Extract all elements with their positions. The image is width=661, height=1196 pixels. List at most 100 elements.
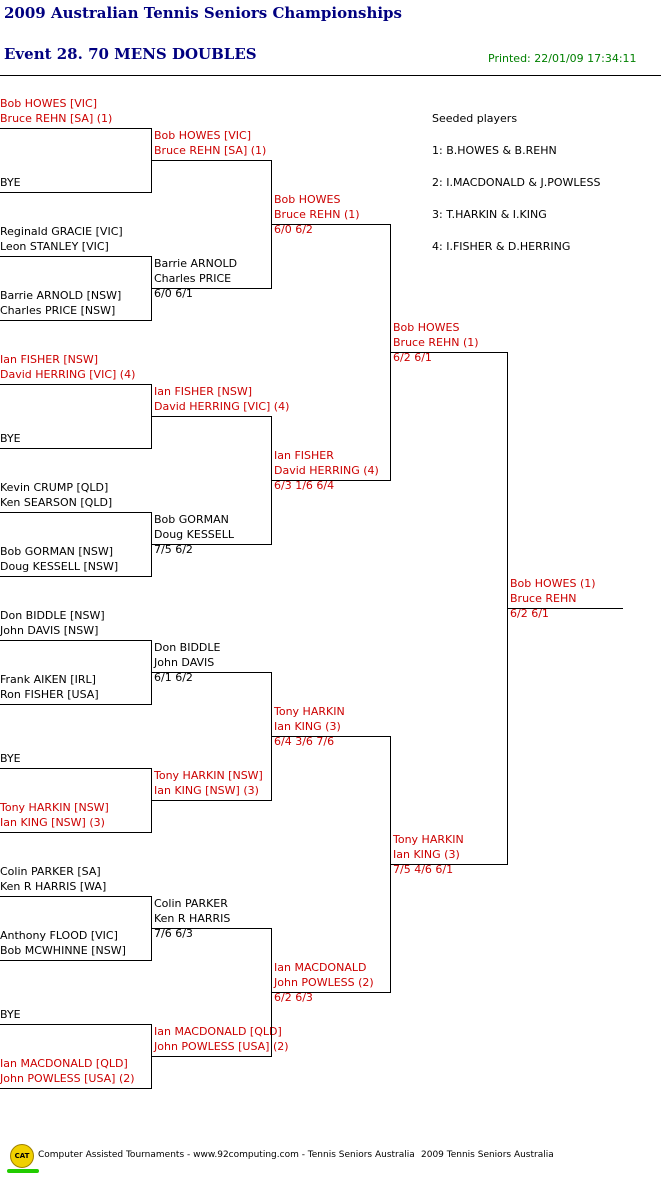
bracket-line [151, 160, 271, 161]
r2-player-b: David HERRING [VIC] (4) [154, 400, 290, 413]
r3-player-b: Ian KING (3) [274, 720, 341, 733]
bracket-line [0, 832, 151, 833]
r1-player-b: Ian KING [NSW] (3) [0, 816, 105, 829]
event-title: Event 28. 70 MENS DOUBLES [4, 45, 257, 63]
r3-player-b: David HERRING (4) [274, 464, 379, 477]
bracket-line [0, 512, 151, 513]
r1-player-a: Tony HARKIN [NSW] [0, 801, 109, 814]
bracket-line [0, 128, 151, 129]
r1-player-a: Colin PARKER [SA] [0, 865, 101, 878]
r3-score: 6/2 6/3 [274, 991, 313, 1004]
bracket-line [507, 608, 623, 609]
bracket-line [151, 416, 271, 417]
seed-1: 1: B.HOWES & B.REHN [432, 144, 557, 157]
r1-player-a: Ian FISHER [NSW] [0, 353, 99, 366]
bracket-line [0, 896, 151, 897]
r1-player-b: Doug KESSELL [NSW] [0, 560, 119, 573]
r3-player-a: Ian MACDONALD [274, 961, 367, 974]
r1-player-a: Don BIDDLE [NSW] [0, 609, 105, 622]
r1-player-b: BYE [0, 752, 21, 765]
r2-score: 7/6 6/3 [154, 927, 193, 940]
bracket-line [390, 864, 507, 865]
bracket-line [390, 352, 507, 353]
bracket-line [0, 640, 151, 641]
r1-player-b: David HERRING [VIC] (4) [0, 368, 136, 381]
r1-player-b: John DAVIS [NSW] [0, 624, 99, 637]
r1-player-b: Ken R HARRIS [WA] [0, 880, 107, 893]
r2-player-b: Ken R HARRIS [154, 912, 231, 925]
r2-player-a: Barrie ARNOLD [154, 257, 238, 270]
r1-player-b: BYE [0, 432, 21, 445]
r2-player-b: Doug KESSELL [154, 528, 234, 541]
r2-score: 7/5 6/2 [154, 543, 193, 556]
r2-player-a: Ian MACDONALD [QLD] [154, 1025, 282, 1038]
r1-player-a: Frank AIKEN [IRL] [0, 673, 96, 686]
r2-player-a: Bob GORMAN [154, 513, 229, 526]
tournament-title: 2009 Australian Tennis Seniors Champions… [4, 4, 402, 22]
seed-2: 2: I.MACDONALD & J.POWLESS [432, 176, 601, 189]
bracket-line [271, 480, 390, 481]
bracket-line [0, 192, 151, 193]
r1-player-b: John POWLESS [USA] (2) [0, 1072, 135, 1085]
bracket-line [0, 320, 151, 321]
r1-player-a: Bob GORMAN [NSW] [0, 545, 113, 558]
sf-player-b: Ian KING (3) [393, 848, 460, 861]
sf-score: 6/2 6/1 [393, 351, 432, 364]
r3-player-a: Tony HARKIN [274, 705, 345, 718]
r3-player-b: John POWLESS (2) [274, 976, 374, 989]
bracket-line [151, 800, 271, 801]
bracket-line [151, 672, 271, 673]
r1-player-a: Anthony FLOOD [VIC] [0, 929, 118, 942]
bracket-line [271, 224, 390, 225]
r2-player-a: Bob HOWES [VIC] [154, 129, 252, 142]
bracket-line [0, 448, 151, 449]
r2-score: 6/1 6/2 [154, 671, 193, 684]
r2-player-a: Tony HARKIN [NSW] [154, 769, 263, 782]
bracket-line [0, 960, 151, 961]
r3-score: 6/3 1/6 6/4 [274, 479, 335, 492]
r2-player-a: Don BIDDLE [154, 641, 221, 654]
r2-score: 6/0 6/1 [154, 287, 193, 300]
r2-player-a: Ian FISHER [NSW] [154, 385, 253, 398]
header-divider [0, 75, 661, 76]
bracket-line [271, 736, 390, 737]
r1-player-b: Bruce REHN [SA] (1) [0, 112, 113, 125]
sf-score: 7/5 4/6 6/1 [393, 863, 454, 876]
bracket-line [0, 256, 151, 257]
sf-player-a: Tony HARKIN [393, 833, 464, 846]
r1-player-b: Bob MCWHINNE [NSW] [0, 944, 126, 957]
r2-player-b: John DAVIS [154, 656, 215, 669]
r3-player-a: Bob HOWES [274, 193, 341, 206]
seed-3: 3: T.HARKIN & I.KING [432, 208, 547, 221]
r2-player-b: Charles PRICE [154, 272, 232, 285]
sf-player-b: Bruce REHN (1) [393, 336, 479, 349]
r3-player-a: Ian FISHER [274, 449, 334, 462]
r1-player-b: BYE [0, 176, 21, 189]
r2-player-b: John POWLESS [USA] (2) [154, 1040, 289, 1053]
bracket-line [0, 384, 151, 385]
bracket-line [151, 544, 271, 545]
bracket-line [0, 576, 151, 577]
champion-score: 6/2 6/1 [510, 607, 549, 620]
r1-player-a: Kevin CRUMP [QLD] [0, 481, 109, 494]
r1-player-b: Leon STANLEY [VIC] [0, 240, 109, 253]
cat-logo-icon: CAT [10, 1144, 34, 1168]
r2-player-b: Bruce REHN [SA] (1) [154, 144, 267, 157]
bracket-line [151, 288, 271, 289]
r3-score: 6/4 3/6 7/6 [274, 735, 335, 748]
champion-b: Bruce REHN [510, 592, 577, 605]
bracket-line [0, 768, 151, 769]
bracket-line [271, 992, 390, 993]
printed-timestamp: Printed: 22/01/09 17:34:11 [488, 52, 637, 65]
bracket-line [0, 704, 151, 705]
r1-player-a: Ian MACDONALD [QLD] [0, 1057, 128, 1070]
r1-player-b: BYE [0, 1008, 21, 1021]
bracket-line [0, 1024, 151, 1025]
r2-player-a: Colin PARKER [154, 897, 228, 910]
champion-a: Bob HOWES (1) [510, 577, 596, 590]
footer-copyright: 2009 Tennis Seniors Australia [421, 1150, 554, 1160]
sf-player-a: Bob HOWES [393, 321, 460, 334]
r3-player-b: Bruce REHN (1) [274, 208, 360, 221]
bracket-line [0, 1088, 151, 1089]
footer-credit: Computer Assisted Tournaments - www.92co… [38, 1150, 415, 1160]
